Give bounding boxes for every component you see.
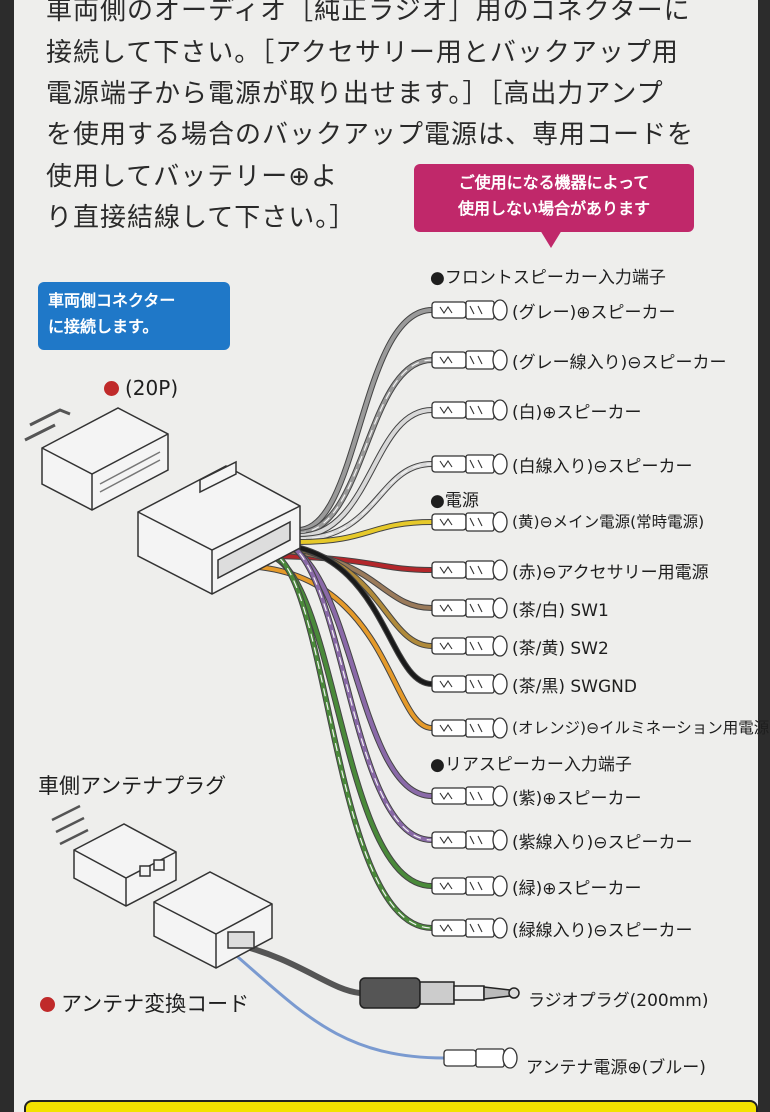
front-speaker-heading: ●フロントスピーカー入力端子 [430,268,666,288]
usage-note-line-2: 使用しない場合があります [457,199,650,218]
wire [297,408,433,538]
vehicle-connector-line-1: 車両側コネクター [48,291,176,310]
bullet-terminal-icon [431,785,508,807]
red-dot-icon [104,381,119,396]
terminal-label: (白)⊕スピーカー [512,403,642,423]
bullet-terminal-icon [431,597,508,619]
terminal-label: (緑)⊕スピーカー [512,879,642,899]
terminal-label: (紫)⊕スピーカー [512,789,642,809]
wire [254,554,433,572]
terminal-label: (紫線入り)⊖スピーカー [512,833,693,853]
photo-edge-left [0,0,14,1112]
bottom-note-box [24,1100,758,1112]
intro-line-5: 使用してバッテリー⊕よ [46,162,339,192]
terminal-label: (茶/白) SW1 [512,601,609,621]
radio-plug-icon [359,977,520,1009]
radio-plug-label: ラジオプラグ(200mm) [528,991,709,1011]
intro-line-1: 車両側のオーディオ［純正ラジオ］用のコネクターに [46,0,691,26]
usage-note-line-1: ご使用になる機器によって [458,173,650,192]
wire-stripe [297,359,433,534]
wire [297,308,433,532]
intro-line-6: り直接結線して下さい。］ [46,203,357,233]
antenna-cord-text: アンテナ変換コード [61,992,250,1016]
terminal-label: (茶/黄) SW2 [512,639,609,659]
harness-connector-icon [137,460,301,595]
bullet-terminal-icon [431,917,508,939]
terminal-label: (オレンジ)⊖イルミネーション用電源 [512,719,770,737]
antenna-power-wire [231,950,445,1060]
terminal-label: (緑線入り)⊖スピーカー [512,921,693,941]
connector-20p-text: (20P) [125,376,179,400]
intro-line-4: を使用する場合のバックアップ電源は、専用コードを [46,120,695,150]
bullet-terminal-icon [431,829,508,851]
usage-note-pointer [540,230,562,248]
connector-20p-label: (20P) [104,376,178,400]
antenna-power-label: アンテナ電源⊕(ブルー) [526,1058,706,1078]
wire-stripe [265,551,433,929]
terminal-label: (赤)⊖アクセサリー用電源 [512,563,709,583]
wire-stripe [275,539,433,841]
bullet-terminal-icon [431,559,508,581]
radio-plug-wire [235,941,361,996]
wire-outline [297,307,433,533]
bullet-terminal-icon [431,349,508,371]
wire-bundle [231,307,445,1060]
terminal-label: (黄)⊖メイン電源(常時電源) [512,513,705,531]
vehicle-connector-icon [24,407,169,511]
bullet-terminal-icon [431,635,508,657]
intro-line-2: 接続して下さい。［アクセサリー用とバックアップ用 [46,38,679,68]
antenna-cord-label: アンテナ変換コード [40,988,249,1018]
terminal-label: (白線入り)⊖スピーカー [512,457,693,477]
wire [297,520,433,544]
red-dot-icon [40,997,55,1012]
bullet-terminal-icon [431,511,508,533]
power-heading: ●電源 [430,491,479,511]
car-antenna-plug-icon [51,804,177,907]
bullet-terminal-icon [431,299,508,321]
terminal-label: (茶/黒) SWGND [512,677,637,697]
bullet-terminal-icon [431,453,508,475]
terminal-set [431,299,518,1069]
antenna-plug-label: 車側アンテナプラグ [38,774,227,798]
rear-speaker-heading: ●リアスピーカー入力端子 [430,755,632,775]
intro-line-3: 電源端子から電源が取り出せます。］［高出力アンプ [46,79,664,109]
bullet-terminal-icon [431,399,508,421]
vehicle-connector-line-2: に接続します。 [48,317,159,336]
terminal-label: (グレー線入り)⊖スピーカー [512,353,727,373]
wire-stripe [297,463,433,540]
bullet-terminal-icon [431,875,508,897]
wire [297,358,433,535]
usage-note-callout: ご使用になる機器によって 使用しない場合があります [414,164,694,232]
antenna-power-terminal-icon [443,1047,518,1069]
bullet-terminal-icon [431,673,508,695]
photo-edge-right [758,0,770,1112]
bullet-terminal-icon [431,717,508,739]
vehicle-connector-callout: 車両側コネクター に接続します。 [38,282,230,350]
terminal-label: (グレー)⊕スピーカー [512,303,676,323]
antenna-adapter-icon [153,871,273,969]
wire [267,542,433,686]
